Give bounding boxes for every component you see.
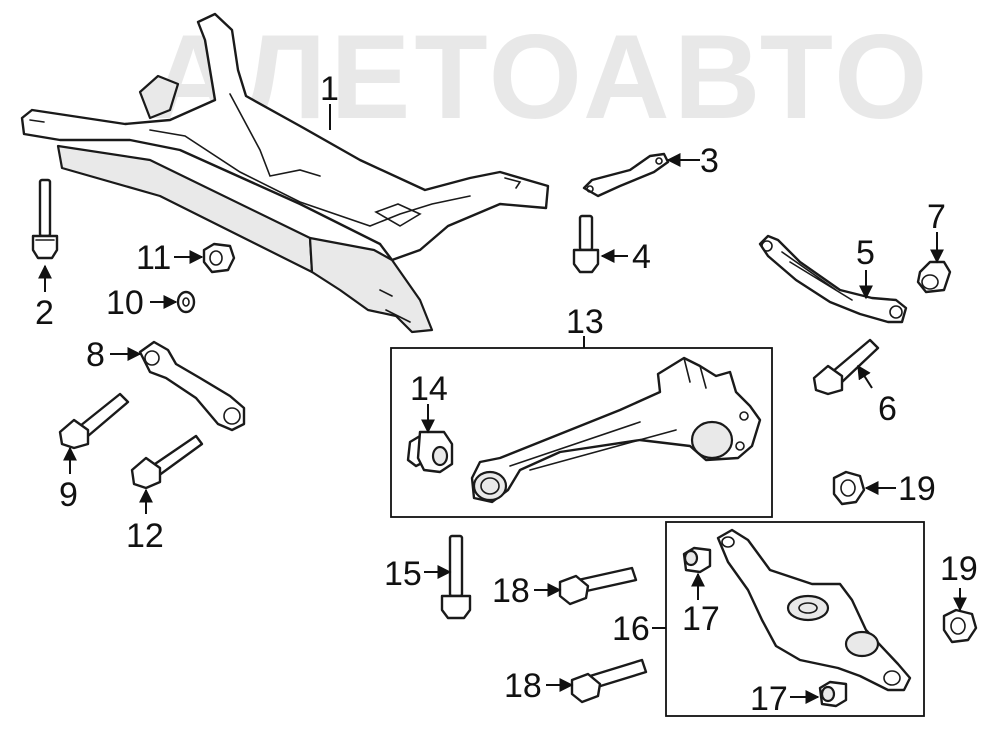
callout-6: 6 [878, 390, 897, 428]
part-nut-19a [832, 470, 866, 506]
callout-4: 4 [632, 238, 651, 276]
part-bolt-4 [572, 214, 600, 274]
callout-10: 10 [106, 284, 144, 322]
part-nut-7 [916, 260, 952, 294]
callout-18b: 18 [504, 667, 542, 705]
group-box-16 [665, 521, 925, 717]
callout-12: 12 [126, 517, 164, 555]
part-bolt-2 [31, 178, 59, 260]
part-nut-19b [942, 608, 978, 644]
callout-16: 16 [612, 610, 650, 648]
part-trailing-arm [470, 356, 762, 504]
group-box-13 [390, 347, 773, 518]
callout-labels: 1 2 3 4 5 6 7 8 9 10 11 12 13 14 15 16 1… [35, 70, 978, 718]
callout-17b: 17 [750, 680, 788, 718]
part-bushing-17b [818, 680, 848, 708]
part-bolt-9 [58, 392, 130, 450]
callout-1: 1 [320, 70, 339, 108]
part-subframe [20, 12, 550, 334]
part-link-8 [138, 340, 246, 432]
callout-14: 14 [410, 370, 448, 408]
callout-15: 15 [384, 555, 422, 593]
callout-3: 3 [700, 142, 719, 180]
part-washer-10 [176, 290, 196, 314]
callout-13: 13 [566, 303, 604, 341]
callout-5: 5 [856, 234, 875, 272]
part-bushing-17a [682, 546, 712, 574]
callout-7: 7 [927, 198, 946, 236]
callout-19a: 19 [898, 470, 936, 508]
callout-9: 9 [59, 476, 78, 514]
part-lower-arm [716, 528, 912, 692]
part-bushing-14 [406, 430, 454, 474]
part-bolt-18b [570, 658, 648, 704]
part-bracket-3 [582, 152, 670, 198]
part-bolt-18a [558, 566, 638, 606]
part-bolt-15 [440, 534, 472, 620]
leader-lines [38, 104, 967, 704]
part-nut-11 [202, 242, 236, 274]
callout-17a: 17 [682, 600, 720, 638]
part-bolt-12 [130, 434, 204, 490]
callout-19b: 19 [940, 550, 978, 588]
callout-18a: 18 [492, 572, 530, 610]
callout-11: 11 [136, 239, 171, 277]
part-bolt-6 [812, 338, 880, 396]
callout-2: 2 [35, 294, 54, 332]
part-upper-arm-5 [758, 234, 908, 324]
callout-8: 8 [86, 336, 105, 374]
